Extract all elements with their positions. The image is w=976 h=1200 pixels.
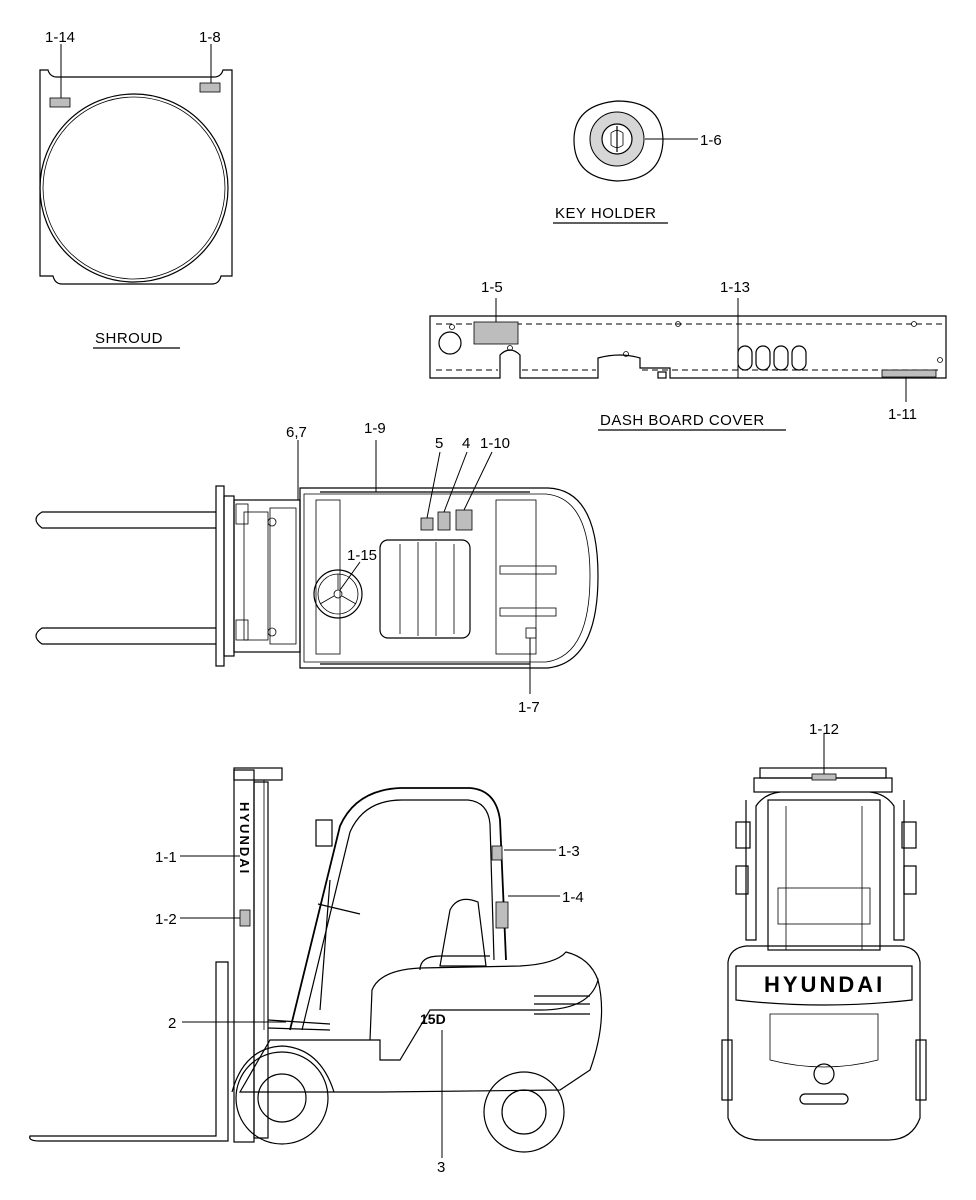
callout-1-14: 1-14: [45, 29, 75, 46]
key-holder-view: 1-6 KEY HOLDER: [553, 100, 722, 224]
decal-1-11: [881, 369, 937, 378]
forklift-rear-view: HYUNDAI 1-12: [721, 721, 927, 1141]
callout-1-4: 1-4: [562, 889, 584, 906]
decal-1-8: [199, 82, 221, 93]
decal-1-5: [473, 321, 519, 345]
callout-3: 3: [437, 1159, 445, 1176]
callout-1-9: 1-9: [364, 420, 386, 437]
callout-1-7: 1-7: [518, 699, 540, 716]
forklift-side-view: HYUNDAI 15D: [29, 767, 603, 1176]
callout-4: 4: [462, 435, 470, 452]
callout-1-5: 1-5: [481, 279, 503, 296]
callout-1-1: 1-1: [155, 849, 177, 866]
callout-2: 2: [168, 1015, 176, 1032]
decal-1-2: [239, 909, 251, 927]
callout-1-13: 1-13: [720, 279, 750, 296]
decal-1-10: [455, 509, 473, 531]
decal-1-3: [491, 845, 503, 861]
decal-1-14: [49, 97, 71, 108]
shroud-view: 1-14 1-8 SHROUD: [39, 29, 233, 349]
decal-5: [420, 517, 434, 531]
decal-1-4: [495, 901, 509, 929]
callout-6-7: 6,7: [286, 424, 307, 441]
dash-board-cover-view: 1-5 1-13 1-11 DASH BOARD COVER: [429, 279, 947, 431]
callout-1-8: 1-8: [199, 29, 221, 46]
rear-brand-decal: HYUNDAI: [764, 972, 885, 997]
callout-1-3: 1-3: [558, 843, 580, 860]
callout-1-6: 1-6: [700, 132, 722, 149]
shroud-title: SHROUD: [95, 330, 163, 347]
callout-1-2: 1-2: [155, 911, 177, 928]
callout-1-15: 1-15: [347, 547, 377, 564]
forklift-top-view: 6,7 1-9 5 4 1-10 1-15 1-7: [35, 420, 599, 716]
dash-board-cover-title: DASH BOARD COVER: [600, 412, 765, 429]
callout-1-10: 1-10: [480, 435, 510, 452]
mast-brand-decal: HYUNDAI: [237, 802, 252, 875]
key-holder-title: KEY HOLDER: [555, 205, 656, 222]
decal-1-12: [811, 773, 837, 781]
callout-1-12: 1-12: [809, 721, 839, 738]
model-badge: 15D: [420, 1011, 446, 1027]
callout-5: 5: [435, 435, 443, 452]
callout-1-11: 1-11: [888, 406, 917, 423]
decal-4: [437, 511, 451, 531]
